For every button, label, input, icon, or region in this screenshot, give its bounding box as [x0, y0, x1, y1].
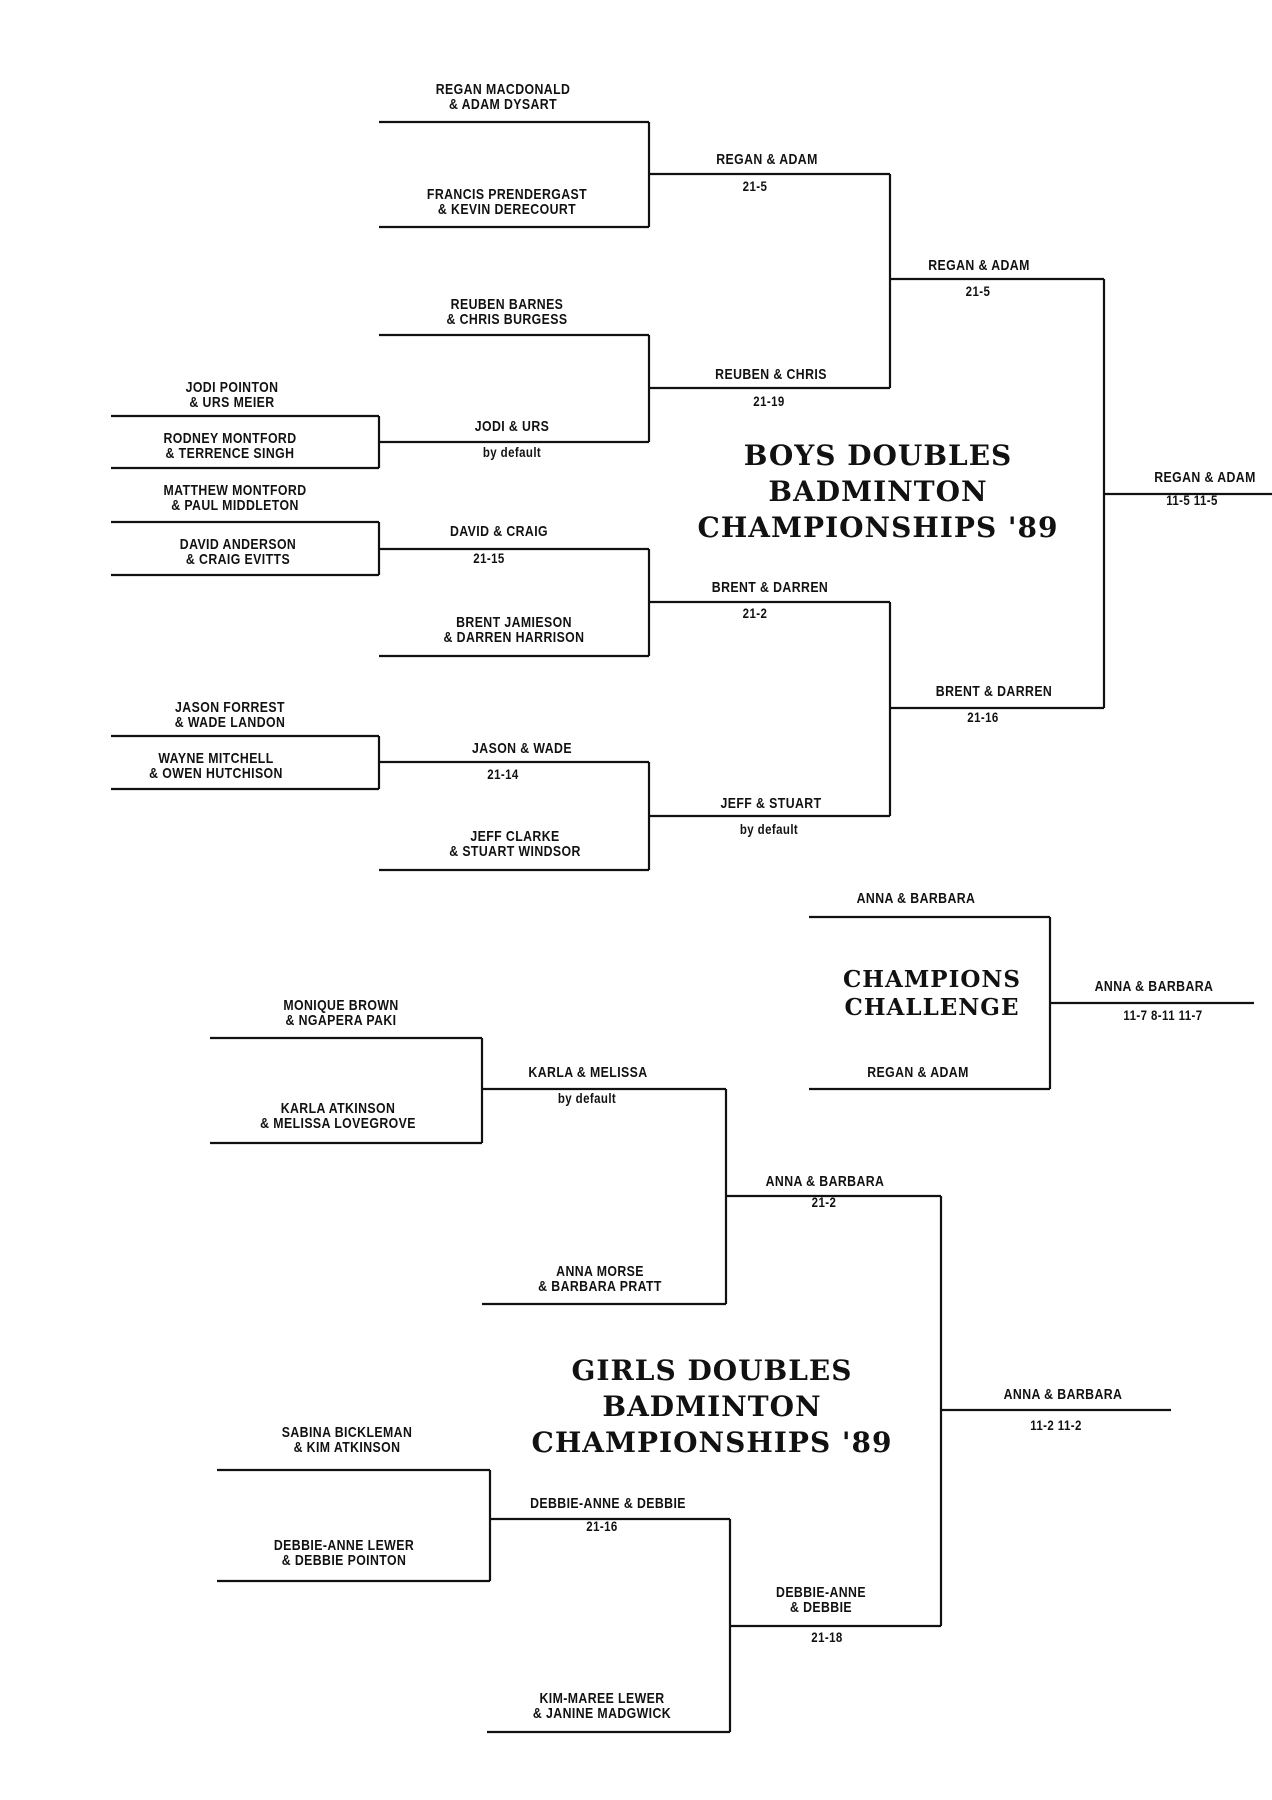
name-line: WAYNE MITCHELL — [158, 750, 274, 767]
match-score: 21-5 — [965, 283, 991, 299]
match-score: 21-15 — [473, 550, 505, 566]
name-line: & CRAIG EVITTS — [185, 551, 291, 568]
winner-name: REUBEN & CHRIS — [715, 366, 827, 383]
match-score: 21-16 — [586, 1518, 618, 1534]
name-line: ANNA MORSE — [556, 1263, 644, 1280]
name-line: & ADAM DYSART — [448, 96, 558, 113]
winner-name: ANNA & BARBARA — [765, 1173, 885, 1190]
team-entry: JODI POINTON& URS MEIER — [186, 380, 279, 410]
winner-name: JEFF & STUART — [720, 795, 822, 812]
name-line: & DEBBIE — [789, 1599, 853, 1616]
name-line: JODI POINTON — [185, 379, 279, 396]
name-line: & KIM ATKINSON — [293, 1439, 401, 1456]
title-line: CHALLENGE — [844, 994, 1020, 1021]
match-score: 21-2 — [811, 1194, 837, 1210]
title-line: CHAMPIONSHIPS '89 — [697, 511, 1059, 544]
boys-champion-name: REGAN & ADAM — [1154, 469, 1256, 486]
name-line: & DEBBIE POINTON — [281, 1552, 407, 1569]
name-line: & CHRIS BURGESS — [446, 311, 568, 328]
match-score: by default — [739, 821, 799, 837]
winner-name: REGAN & ADAM — [928, 257, 1030, 274]
name-line: REGAN MACDONALD — [435, 81, 571, 98]
name-line: BRENT JAMIESON — [456, 614, 572, 631]
name-line: & STUART WINDSOR — [449, 843, 581, 860]
name-line: & WADE LANDON — [174, 714, 286, 731]
champions-challenge-title: CHAMPIONS CHALLENGE — [843, 966, 1021, 1022]
team-entry: REUBEN BARNES& CHRIS BURGESS — [447, 297, 568, 327]
team-entry: RODNEY MONTFORD& TERRENCE SINGH — [163, 431, 296, 461]
name-line: & DARREN HARRISON — [443, 629, 585, 646]
winner-name: DAVID & CRAIG — [449, 523, 549, 540]
boys-final-score: 11-5 11-5 — [1166, 492, 1218, 508]
girls-champion-name: ANNA & BARBARA — [1003, 1386, 1123, 1403]
match-score: 21-14 — [487, 766, 519, 782]
name-line: & URS MEIER — [189, 394, 275, 411]
team-entry: FRANCIS PRENDERGAST& KEVIN DERECOURT — [427, 187, 587, 217]
title-line: BADMINTON — [602, 1390, 822, 1423]
name-line: FRANCIS PRENDERGAST — [426, 186, 588, 203]
team-entry: MONIQUE BROWN& NGAPERA PAKI — [283, 998, 398, 1028]
team-entry: REGAN MACDONALD& ADAM DYSART — [436, 82, 571, 112]
name-line: & NGAPERA PAKI — [285, 1012, 397, 1029]
boys-title: BOYS DOUBLES BADMINTON CHAMPIONSHIPS '89 — [698, 438, 1059, 546]
name-line: & PAUL MIDDLETON — [171, 497, 299, 514]
name-line: DEBBIE-ANNE — [776, 1584, 866, 1601]
team-entry: JEFF CLARKE& STUART WINDSOR — [449, 829, 581, 859]
name-line: SABINA BICKLEMAN — [281, 1424, 413, 1441]
title-line: BOYS DOUBLES — [743, 439, 1013, 472]
winner-name: BRENT & DARREN — [711, 579, 829, 596]
match-score: 21-19 — [753, 393, 785, 409]
name-line: RODNEY MONTFORD — [163, 430, 297, 447]
name-line: & JANINE MADGWICK — [532, 1705, 672, 1722]
name-line: & KEVIN DERECOURT — [437, 201, 577, 218]
name-line: KIM-MAREE LEWER — [539, 1690, 665, 1707]
winner-name: DEBBIE-ANNE& DEBBIE — [776, 1585, 866, 1615]
name-line: & BARBARA PRATT — [538, 1278, 662, 1295]
title-line: CHAMPIONSHIPS '89 — [531, 1426, 893, 1459]
team-entry: KIM-MAREE LEWER& JANINE MADGWICK — [533, 1691, 671, 1721]
winner-name: BRENT & DARREN — [935, 683, 1053, 700]
challenge-winner-name: ANNA & BARBARA — [1094, 978, 1214, 995]
winner-name: JASON & WADE — [472, 740, 572, 757]
team-entry: SABINA BICKLEMAN& KIM ATKINSON — [282, 1425, 412, 1455]
team-entry: DAVID ANDERSON& CRAIG EVITTS — [180, 537, 296, 567]
name-line: DEBBIE-ANNE LEWER — [273, 1537, 415, 1554]
team-entry: JASON FORREST& WADE LANDON — [175, 700, 286, 730]
challenge-score: 11-7 8-11 11-7 — [1123, 1007, 1203, 1023]
match-score: by default — [557, 1090, 617, 1106]
winner-name: JODI & URS — [474, 418, 550, 435]
match-score: 21-5 — [742, 178, 768, 194]
match-score: 21-18 — [811, 1629, 843, 1645]
team-entry: KARLA ATKINSON& MELISSA LOVEGROVE — [260, 1101, 416, 1131]
team-entry: MATTHEW MONTFORD& PAUL MIDDLETON — [164, 483, 307, 513]
girls-title: GIRLS DOUBLES BADMINTON CHAMPIONSHIPS '8… — [532, 1353, 893, 1461]
match-score: 21-16 — [967, 709, 999, 725]
name-line: KARLA ATKINSON — [280, 1100, 396, 1117]
name-line: MATTHEW MONTFORD — [163, 482, 307, 499]
team-entry: BRENT JAMIESON& DARREN HARRISON — [444, 615, 585, 645]
name-line: MONIQUE BROWN — [283, 997, 399, 1014]
winner-name: REGAN & ADAM — [716, 151, 818, 168]
winner-name: KARLA & MELISSA — [528, 1064, 648, 1081]
name-line: REUBEN BARNES — [450, 296, 564, 313]
team-entry: WAYNE MITCHELL& OWEN HUTCHISON — [149, 751, 283, 781]
challenge-team-b: REGAN & ADAM — [867, 1064, 969, 1081]
title-line: CHAMPIONS — [842, 966, 1022, 993]
name-line: JASON FORREST — [175, 699, 285, 716]
winner-name: DEBBIE-ANNE & DEBBIE — [530, 1495, 686, 1512]
title-line: BADMINTON — [768, 475, 988, 508]
name-line: & TERRENCE SINGH — [165, 445, 295, 462]
name-line: JEFF CLARKE — [470, 828, 560, 845]
name-line: & MELISSA LOVEGROVE — [260, 1115, 416, 1132]
name-line: & OWEN HUTCHISON — [149, 765, 283, 782]
team-entry: DEBBIE-ANNE LEWER& DEBBIE POINTON — [274, 1538, 414, 1568]
match-score: by default — [482, 444, 542, 460]
title-line: GIRLS DOUBLES — [571, 1354, 853, 1387]
name-line: DAVID ANDERSON — [179, 536, 297, 553]
girls-final-score: 11-2 11-2 — [1030, 1417, 1082, 1433]
challenge-team-a: ANNA & BARBARA — [856, 890, 976, 907]
match-score: 21-2 — [742, 605, 768, 621]
team-entry: ANNA MORSE& BARBARA PRATT — [538, 1264, 662, 1294]
